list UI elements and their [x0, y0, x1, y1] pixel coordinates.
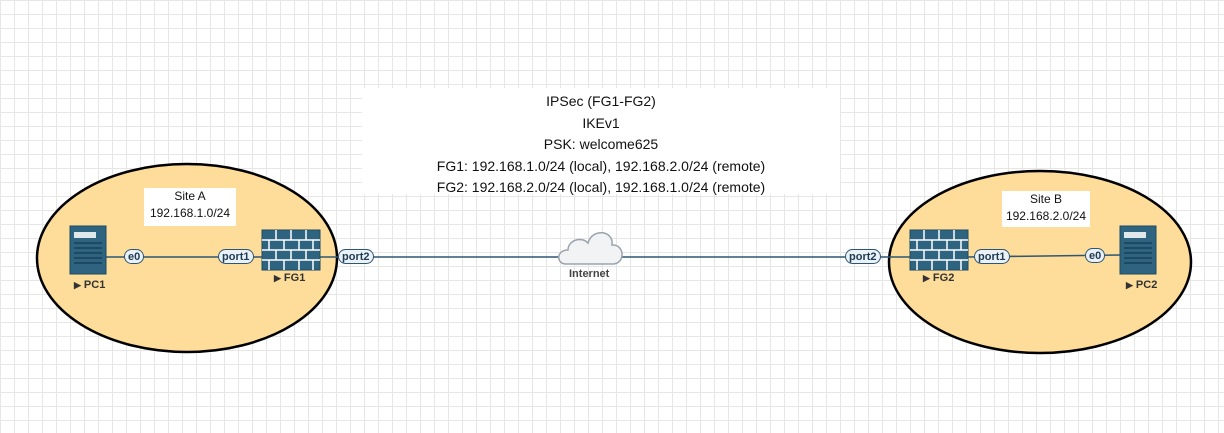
site-a-area — [35, 162, 339, 354]
fg1-firewall-icon[interactable] — [261, 229, 321, 271]
play-triangle-icon: ▶ — [274, 273, 281, 283]
play-triangle-icon: ▶ — [1126, 280, 1133, 290]
site-a-label: Site A 192.168.1.0/24 — [144, 188, 236, 226]
site-a-name: Site A — [174, 189, 206, 203]
ipsec-info-box: IPSec (FG1-FG2) IKEv1 PSK: welcome625 FG… — [362, 88, 840, 195]
fg2-label: ▶FG2 — [923, 272, 954, 284]
site-b-name: Site B — [1029, 192, 1062, 206]
pc2-server-icon[interactable] — [1119, 225, 1157, 275]
info-line-fg1: FG1: 192.168.1.0/24 (local), 192.168.2.0… — [436, 157, 766, 174]
site-b-label: Site B 192.168.2.0/24 — [1002, 191, 1090, 227]
fg2-port2[interactable]: port2 — [845, 249, 881, 264]
info-line-ipsec: IPSec (FG1-FG2) — [546, 93, 656, 109]
internet-cloud-icon[interactable] — [558, 232, 623, 265]
info-line-fg2: FG2: 192.168.2.0/24 (local), 192.168.1.0… — [436, 179, 766, 195]
fg1-name: FG1 — [283, 272, 306, 284]
info-line-ike: IKEv1 — [582, 114, 620, 131]
fg1-label: ▶FG1 — [274, 272, 305, 284]
fg1-port1[interactable]: port1 — [218, 249, 254, 264]
fg2-firewall-icon[interactable] — [909, 229, 969, 271]
fg2-port1[interactable]: port1 — [974, 249, 1010, 264]
site-b-subnet: 192.168.2.0/24 — [1005, 209, 1087, 223]
pc1-label: ▶PC1 — [74, 279, 105, 291]
pc1-name: PC1 — [83, 279, 106, 291]
site-b-area — [887, 169, 1193, 355]
info-line-psk: PSK: welcome625 — [543, 136, 659, 152]
play-triangle-icon: ▶ — [74, 280, 81, 290]
pc1-port-e0[interactable]: e0 — [124, 249, 145, 264]
internet-label: Internet — [569, 268, 610, 280]
pc1-server-icon[interactable] — [69, 225, 107, 275]
pc2-name: PC2 — [1135, 279, 1158, 291]
site-a-subnet: 192.168.1.0/24 — [149, 206, 231, 220]
pc2-label: ▶PC2 — [1126, 279, 1157, 291]
fg2-name: FG2 — [932, 272, 955, 284]
pc2-port-e0[interactable]: e0 — [1085, 248, 1106, 263]
play-triangle-icon: ▶ — [923, 273, 930, 283]
fg1-port2[interactable]: port2 — [338, 249, 374, 264]
